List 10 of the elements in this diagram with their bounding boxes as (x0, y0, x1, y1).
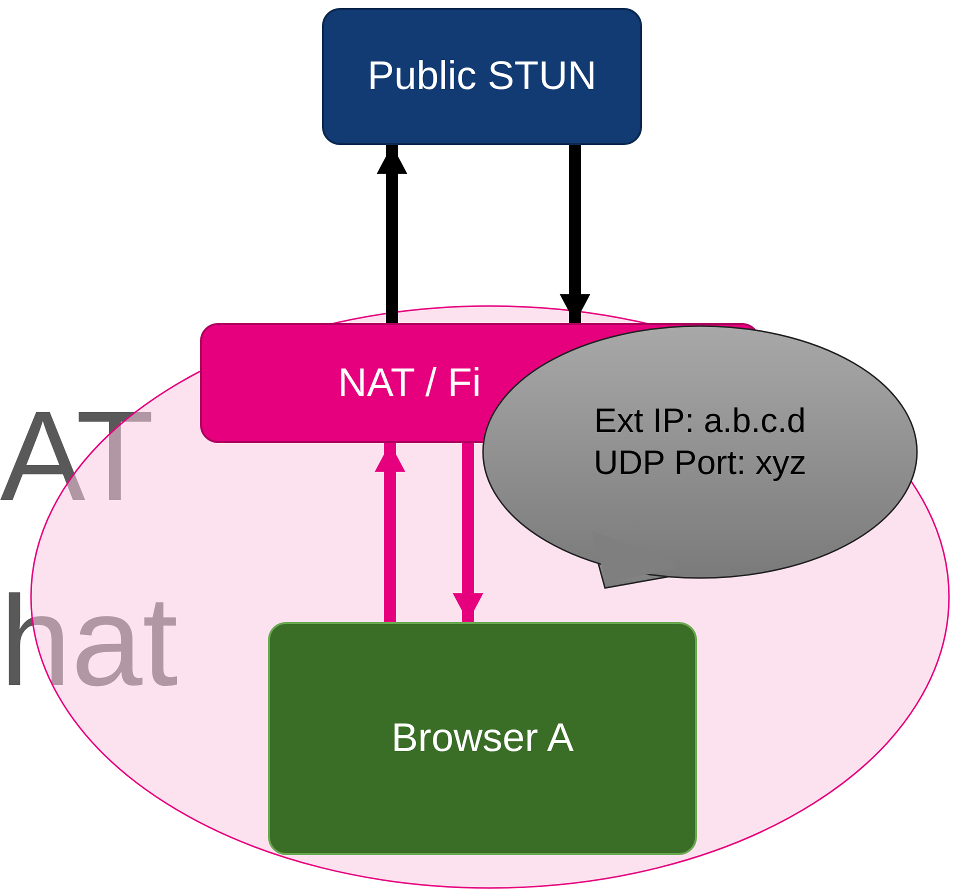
arrow (560, 145, 590, 323)
node-label: Ext IP: a.b.c.d UDP Port: xyz (592, 400, 808, 484)
node-label: NAT / Fi (338, 360, 481, 406)
arrow (452, 443, 484, 622)
node-label: Browser A (391, 716, 574, 761)
server-box (322, 8, 642, 145)
browser-box (268, 622, 697, 855)
arrow (374, 443, 406, 622)
node-label: Public STUN (368, 54, 596, 99)
arrow (376, 145, 408, 323)
